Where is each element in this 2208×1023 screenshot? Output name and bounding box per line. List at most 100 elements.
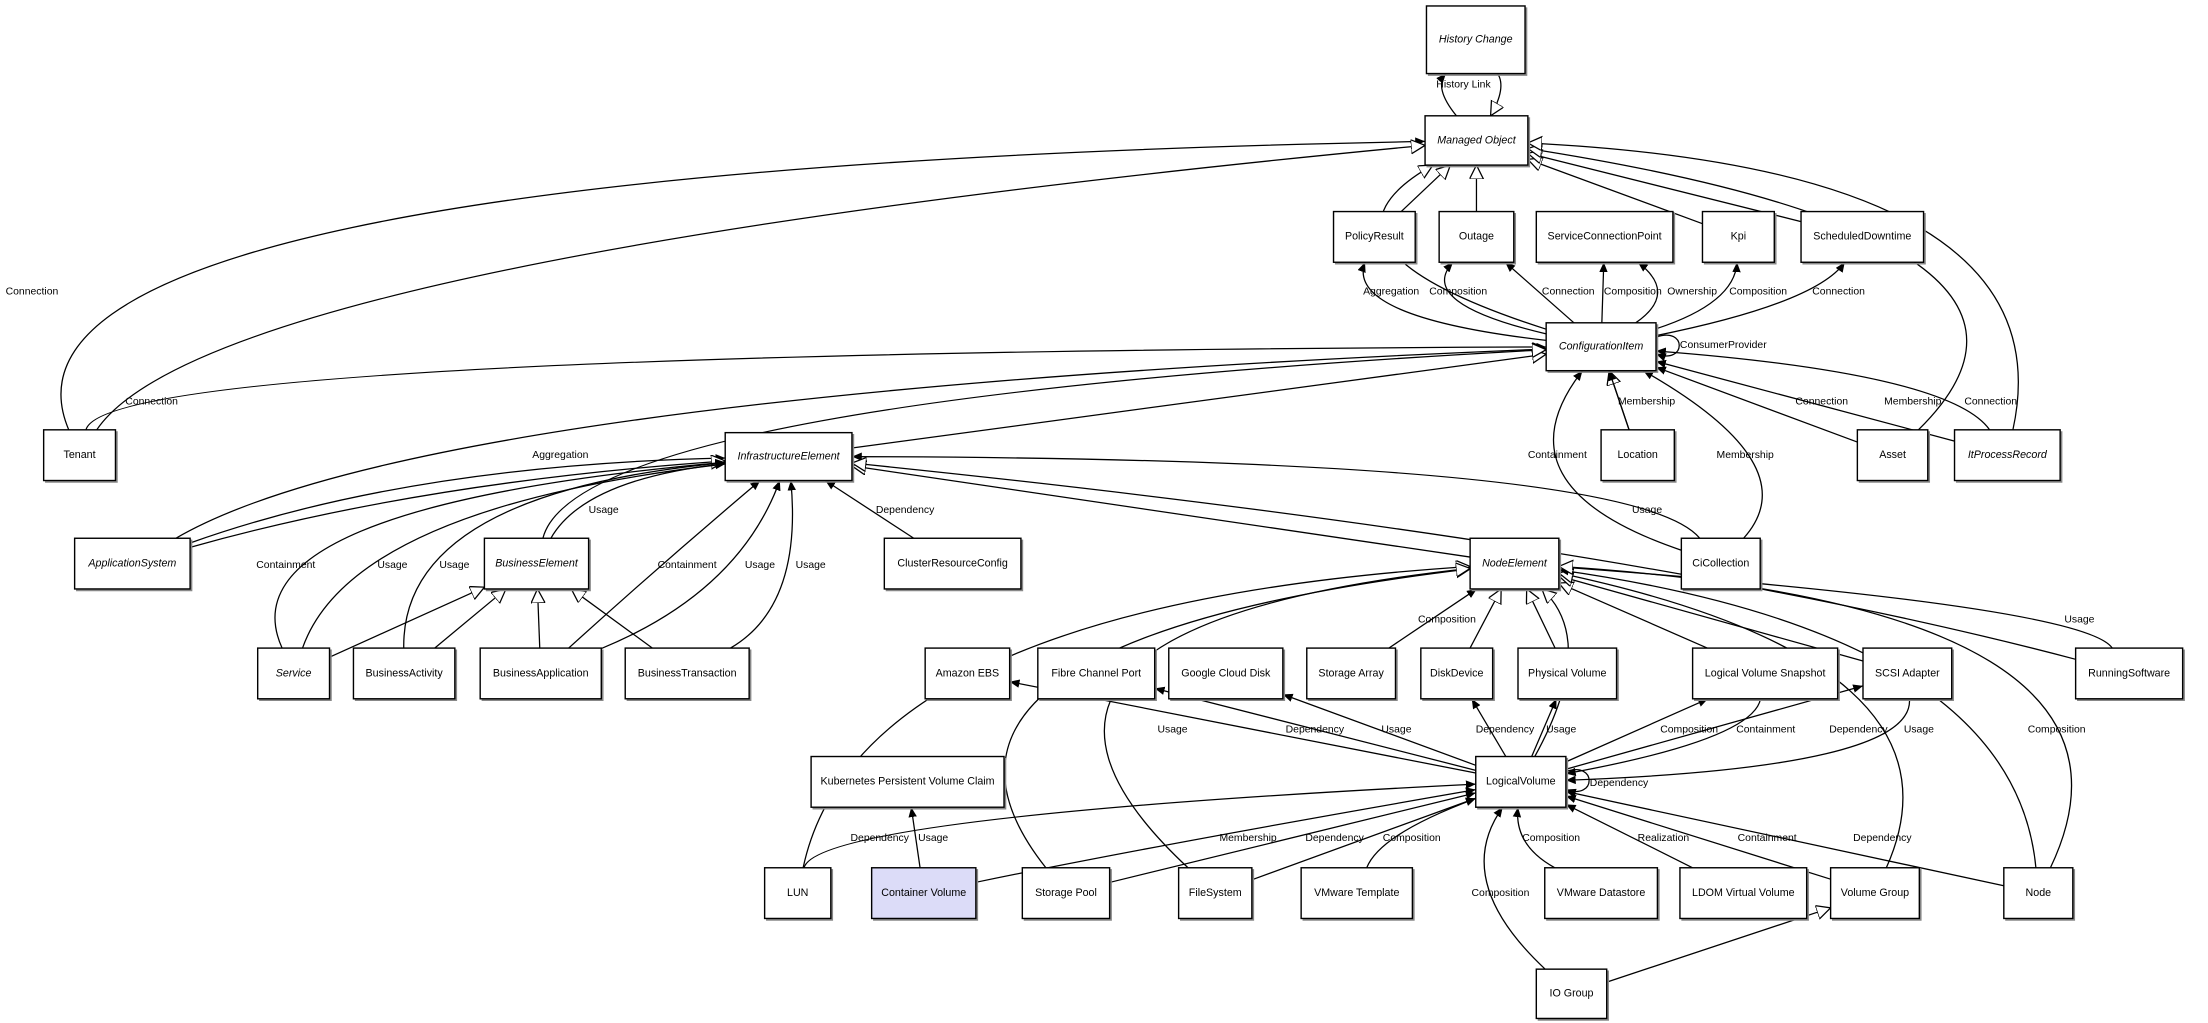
class-node-node[interactable]: Node [2003, 867, 2076, 921]
generalization-edge [434, 589, 506, 649]
class-node-tenant[interactable]: Tenant [42, 429, 118, 483]
association-edge [568, 480, 761, 649]
node-box[interactable] [1469, 537, 1560, 590]
node-box[interactable] [1517, 647, 1618, 700]
class-node-kpi[interactable]: Kpi [1701, 210, 1777, 265]
node-box[interactable] [1544, 867, 1659, 920]
class-node-file-system[interactable]: FileSystem [1177, 867, 1255, 921]
generalization-edge [175, 349, 1546, 539]
node-box[interactable] [1306, 647, 1397, 700]
node-box[interactable] [1021, 867, 1111, 920]
class-node-ldom-virtual-volume[interactable]: LDOM Virtual Volume [1679, 867, 1809, 921]
node-box[interactable] [256, 647, 331, 700]
class-node-logical-volume[interactable]: LogicalVolume [1475, 755, 1569, 810]
class-node-asset[interactable]: Asset [1856, 429, 1931, 483]
class-node-container-volume[interactable]: Container Volume [870, 867, 979, 921]
class-node-business-transaction[interactable]: BusinessTransaction [624, 647, 752, 702]
node-box[interactable] [73, 537, 191, 590]
node-box[interactable] [1475, 755, 1567, 808]
node-box[interactable] [1856, 429, 1929, 482]
node-box[interactable] [1420, 647, 1494, 700]
node-box[interactable] [1177, 867, 1253, 920]
node-box[interactable] [1535, 210, 1674, 263]
node-box[interactable] [352, 647, 456, 700]
node-box[interactable] [810, 755, 1005, 808]
class-node-scheduled-downtime[interactable]: ScheduledDowntime [1800, 210, 1926, 265]
node-box[interactable] [2074, 647, 2184, 700]
class-node-configuration-item[interactable]: ConfigurationItem [1545, 322, 1659, 373]
node-box[interactable] [1600, 429, 1676, 482]
class-node-logical-volume-snapshot[interactable]: Logical Volume Snapshot [1691, 647, 1840, 702]
class-node-io-group[interactable]: IO Group [1535, 968, 1609, 1021]
node-box[interactable] [1300, 867, 1414, 920]
class-node-cluster-resource-config[interactable]: ClusterResourceConfig [883, 537, 1024, 592]
class-node-ci-collection[interactable]: CiCollection [1680, 537, 1763, 592]
node-box[interactable] [2003, 867, 2074, 920]
class-node-business-application[interactable]: BusinessApplication [479, 647, 604, 702]
class-node-history-change[interactable]: History Change [1425, 5, 1528, 76]
node-box[interactable] [1829, 867, 1921, 920]
class-node-physical-volume[interactable]: Physical Volume [1517, 647, 1619, 702]
node-box[interactable] [1535, 968, 1608, 1020]
class-node-service-connection-point[interactable]: ServiceConnectionPoint [1535, 210, 1676, 265]
node-box[interactable] [1425, 5, 1526, 75]
class-node-storage-pool[interactable]: Storage Pool [1021, 867, 1112, 921]
node-box[interactable] [1332, 210, 1416, 263]
node-box[interactable] [1168, 647, 1284, 700]
node-box[interactable] [1680, 537, 1761, 590]
edge-label: Connection [125, 396, 178, 407]
class-node-vmware-template[interactable]: VMware Template [1300, 867, 1415, 921]
node-box[interactable] [1953, 429, 2061, 482]
node-box[interactable] [724, 431, 853, 482]
class-node-scsi-adapter[interactable]: SCSI Adapter [1862, 647, 1954, 702]
class-node-location[interactable]: Location [1600, 429, 1677, 483]
class-node-fibre-channel-port[interactable]: Fibre Channel Port [1037, 647, 1157, 702]
class-node-running-software[interactable]: RunningSoftware [2074, 647, 2185, 702]
class-node-service[interactable]: Service [256, 647, 332, 702]
class-node-vmware-datastore[interactable]: VMware Datastore [1544, 867, 1660, 921]
class-node-business-element[interactable]: BusinessElement [483, 537, 591, 592]
class-node-application-system[interactable]: ApplicationSystem [73, 537, 193, 592]
node-label: ItProcessRecord [1968, 449, 2048, 461]
edge-label: Composition [1472, 888, 1530, 899]
class-node-it-process-record[interactable]: ItProcessRecord [1953, 429, 2063, 483]
node-box[interactable] [1545, 322, 1657, 372]
association-edge [1635, 261, 1659, 324]
node-box[interactable] [1701, 210, 1775, 263]
node-box[interactable] [1862, 647, 1953, 700]
class-node-kubernetes-pvc[interactable]: Kubernetes Persistent Volume Claim [810, 755, 1007, 810]
node-box[interactable] [1679, 867, 1808, 920]
class-node-storage-array[interactable]: Storage Array [1306, 647, 1398, 702]
node-box[interactable] [483, 537, 590, 590]
class-node-node-element[interactable]: NodeElement [1469, 537, 1562, 592]
node-box[interactable] [763, 867, 832, 920]
node-box[interactable] [479, 647, 602, 700]
class-node-managed-object[interactable]: Managed Object [1424, 115, 1531, 168]
node-box[interactable] [1691, 647, 1839, 700]
node-box[interactable] [1800, 210, 1925, 263]
node-box[interactable] [42, 429, 117, 482]
class-node-business-activity[interactable]: BusinessActivity [352, 647, 458, 702]
node-box[interactable] [624, 647, 750, 700]
class-node-volume-group[interactable]: Volume Group [1829, 867, 1922, 921]
node-box[interactable] [870, 867, 977, 920]
association-edge [550, 460, 726, 539]
class-node-amazon-ebs[interactable]: Amazon EBS [924, 647, 1012, 702]
edge-label: Composition [1418, 615, 1476, 626]
class-node-outage[interactable]: Outage [1438, 210, 1517, 265]
class-node-google-cloud-disk[interactable]: Google Cloud Disk [1168, 647, 1286, 702]
node-box[interactable] [1037, 647, 1156, 700]
node-shadow [926, 649, 1012, 702]
node-box[interactable] [1438, 210, 1515, 263]
class-node-disk-device[interactable]: DiskDevice [1420, 647, 1495, 702]
node-shadow [766, 869, 834, 921]
node-box[interactable] [924, 647, 1011, 700]
node-box[interactable] [883, 537, 1022, 590]
node-box[interactable] [1424, 115, 1529, 166]
class-node-infrastructure-element[interactable]: InfrastructureElement [724, 431, 855, 483]
node-shadow [1477, 757, 1569, 810]
node-shadow [1703, 212, 1777, 265]
generalization-edge [329, 587, 485, 658]
class-node-lun[interactable]: LUN [763, 867, 834, 921]
class-node-policy-result[interactable]: PolicyResult [1332, 210, 1418, 265]
